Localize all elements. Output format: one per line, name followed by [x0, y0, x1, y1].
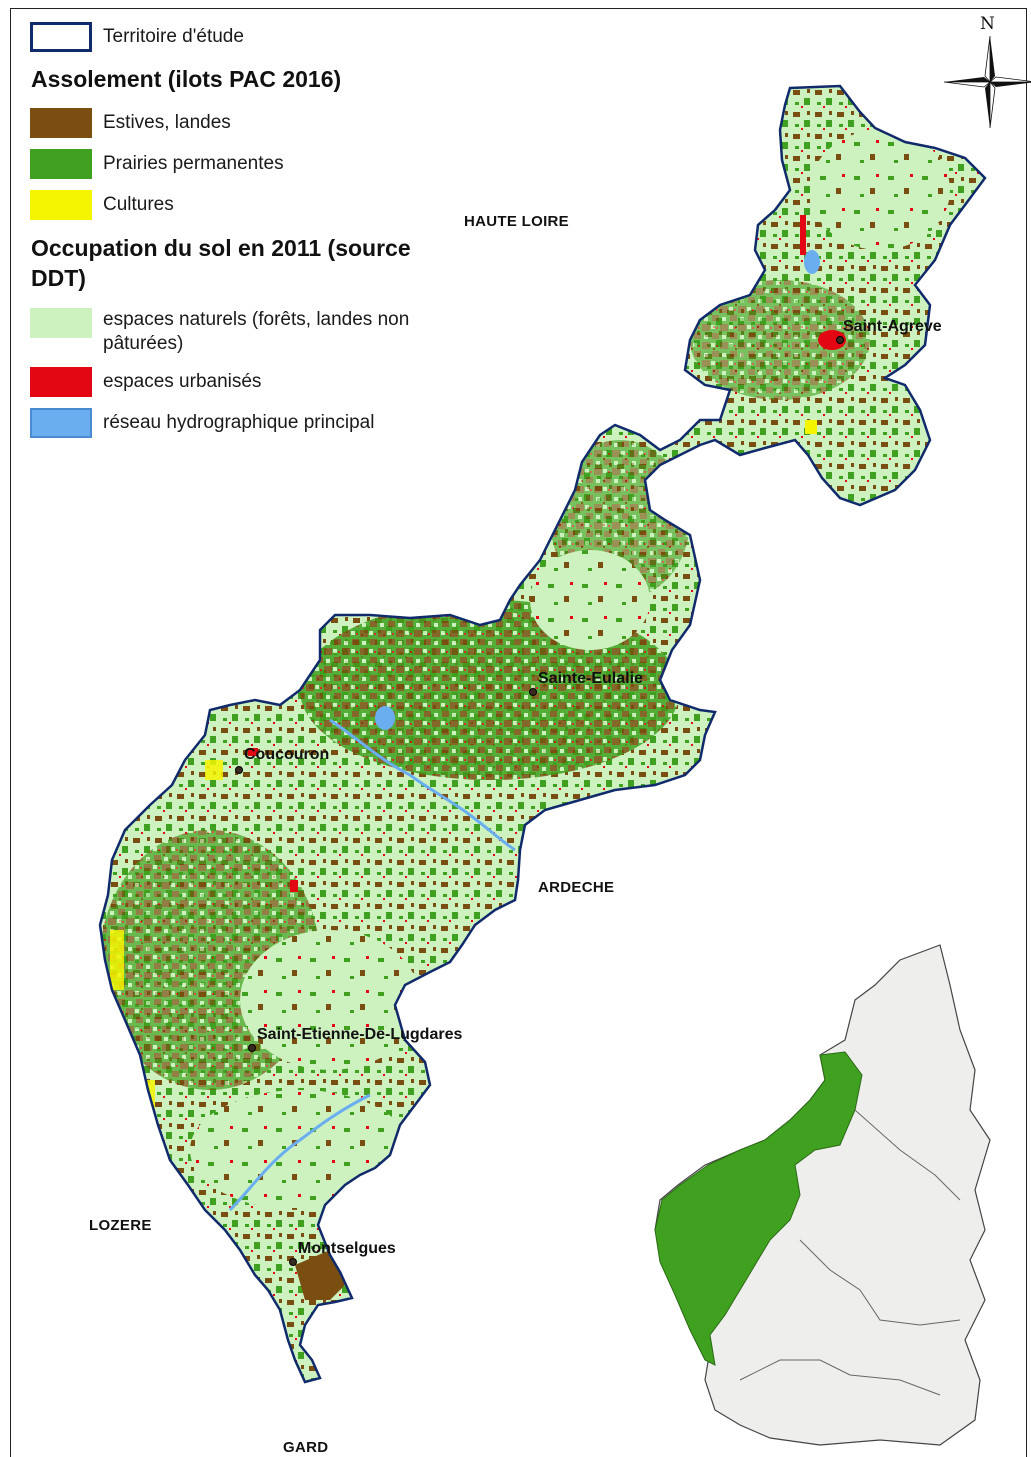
urban-area	[818, 330, 846, 350]
legend-heading-line: DDT)	[31, 265, 86, 291]
town-marker	[836, 336, 844, 344]
legend-swatch	[30, 308, 92, 338]
forest-zone	[240, 930, 420, 1070]
town-marker	[529, 688, 537, 696]
region-label-lozere: LOZERE	[89, 1217, 152, 1234]
legend-label-line: pâturées)	[103, 333, 184, 354]
forest-zone	[190, 1090, 410, 1210]
canton-boundary	[739, 1359, 941, 1396]
urban-area	[248, 748, 258, 756]
legend-label: espaces urbanisés	[103, 371, 262, 392]
town-marker	[248, 1044, 256, 1052]
town-label-saint-etienne-de-lugdares: Saint-Etienne-De-Lugdares	[257, 1026, 463, 1043]
map-frame	[10, 8, 1027, 1457]
legend-item-urban: espaces urbanisés	[30, 367, 261, 397]
urban-area	[800, 215, 806, 255]
north-label: N	[980, 14, 995, 34]
legend-label: espaces naturels (forêts, landes non pât…	[103, 308, 409, 356]
legend-swatch	[30, 408, 92, 438]
legend-item-water: réseau hydrographique principal	[30, 408, 374, 438]
urban-area	[290, 880, 298, 892]
legend-item-study-area: Territoire d'étude	[30, 22, 244, 52]
legend-swatch	[30, 149, 92, 179]
region-label-ardeche: ARDECHE	[538, 879, 615, 896]
legend-label: Prairies permanentes	[103, 153, 284, 174]
legend-heading-assolement: Assolement (ilots PAC 2016)	[31, 66, 342, 92]
dense-pasture-zone	[690, 280, 870, 400]
lake	[804, 250, 820, 274]
legend-swatch	[30, 190, 92, 220]
legend-item-cultures: Cultures	[30, 190, 174, 220]
river	[228, 1093, 371, 1212]
town-label-coucouron: Coucouron	[244, 746, 330, 763]
study-area-highlight	[654, 1051, 863, 1366]
region-label-gard: GARD	[283, 1439, 329, 1456]
legend-swatch	[30, 367, 92, 397]
town-marker	[235, 766, 243, 774]
legend-label: Estives, landes	[103, 112, 231, 133]
town-marker	[289, 1258, 297, 1266]
region-label-haute-loire: HAUTE LOIRE	[464, 213, 569, 230]
legend-swatch-study-area	[30, 22, 92, 52]
legend-item-natural: espaces naturels (forêts, landes non pât…	[30, 308, 409, 356]
estives-patch	[295, 1250, 345, 1300]
canton-boundary	[799, 1239, 961, 1326]
legend-heading-occupation: Occupation du sol en 2011 (source DDT)	[31, 233, 411, 293]
legend-label: réseau hydrographique principal	[103, 412, 375, 433]
town-label-saint-agreve: Saint-Agreve	[843, 318, 942, 335]
legend-heading-line: Occupation du sol en 2011 (source	[31, 235, 411, 261]
cultures-patch	[205, 760, 223, 780]
cultures-patch	[110, 930, 124, 990]
cultures-patch	[805, 420, 817, 434]
town-label-montselgues: Montselgues	[298, 1240, 396, 1257]
inset-locator-map	[654, 944, 991, 1446]
legend-label: Territoire d'étude	[103, 26, 244, 47]
town-label-sainte-eulalie: Sainte-Eulalie	[538, 670, 643, 687]
north-arrow-icon	[943, 35, 1031, 129]
canton-boundary	[854, 1109, 961, 1201]
forest-zone	[810, 130, 950, 250]
lake	[375, 706, 395, 730]
legend-label: Cultures	[103, 194, 174, 215]
legend-label-line: espaces naturels (forêts, landes non	[103, 309, 410, 330]
legend-item-prairies: Prairies permanentes	[30, 149, 284, 179]
legend-item-estives: Estives, landes	[30, 108, 231, 138]
river	[329, 718, 516, 852]
forest-zone	[530, 550, 650, 650]
legend-swatch	[30, 108, 92, 138]
